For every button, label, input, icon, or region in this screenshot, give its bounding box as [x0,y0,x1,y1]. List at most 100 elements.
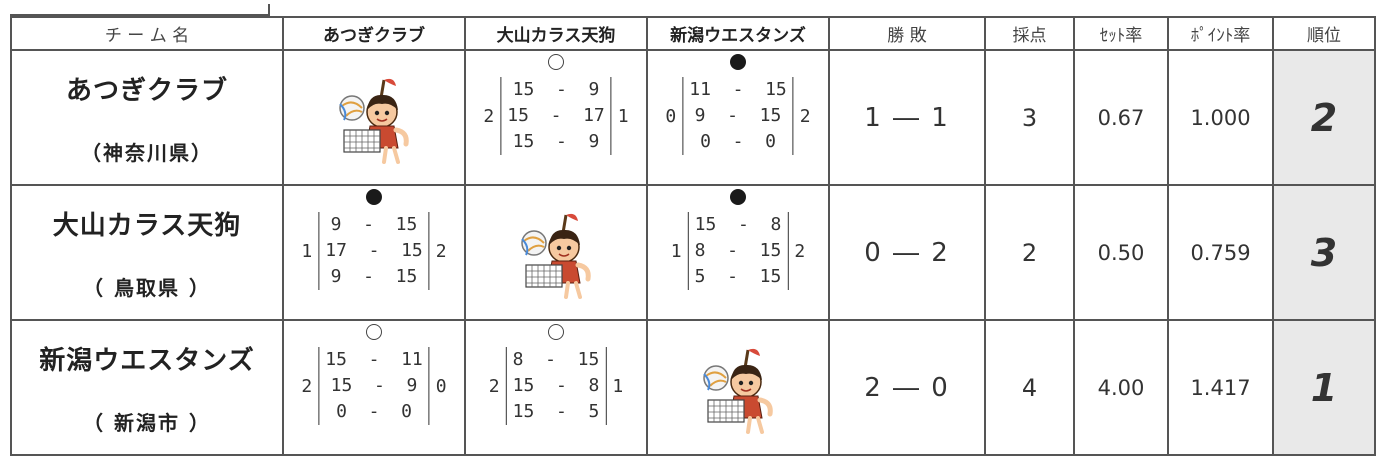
header-team-3: 新潟ウエスタンズ [646,16,830,51]
set-score-line: 15 - 9 [512,79,600,100]
win-loss-cell: 2 ― 0 [828,319,986,456]
set-score-line: 9 - 15 [330,214,418,235]
set-ratio: 0.67 [1097,105,1145,130]
sets-won: 0 [665,105,677,127]
set-score-line: 8 - 15 [694,240,782,261]
points: 2 [1021,238,1038,267]
team-prefecture: （ 鳥取県 ） [83,275,211,300]
sets-lost: 1 [612,375,624,397]
set-score-line: 15 - 9 [512,131,600,152]
team-prefecture: （ 新潟市 ） [83,410,211,435]
sets-won: 2 [488,375,500,397]
rank-cell: 2 [1272,49,1376,186]
set-ratio-cell: 0.50 [1073,184,1169,321]
set-ratio: 4.00 [1097,375,1145,400]
volleyball-mascot-icon [506,203,606,303]
white-circle-win-icon [366,324,382,340]
set-score-line: 5 - 15 [694,266,782,287]
point-ratio-cell: 1.417 [1167,319,1274,456]
points: 4 [1021,373,1038,402]
point-ratio-cell: 1.000 [1167,49,1274,186]
match-cell: 1 15 - 8 8 - 15 5 - 15 2 [646,184,830,321]
header-rank: 順位 [1272,16,1376,51]
sets-lost: 2 [435,240,447,262]
header-team-2: 大山カラス天狗 [464,16,648,51]
set-score-line: 15 - 11 [325,349,423,370]
set-score-line: 15 - 8 [512,375,600,396]
set-score-line: 15 - 17 [507,105,605,126]
win-loss-cell: 1 ― 1 [828,49,986,186]
set-score-line: 8 - 15 [512,349,600,370]
white-circle-win-icon [548,324,564,340]
set-scores: 11 - 15 9 - 15 0 - 0 [682,77,794,155]
team-cell: 新潟ウエスタンズ （ 新潟市 ） [10,319,284,456]
team-name: あつぎクラブ [65,75,228,106]
sets-lost: 0 [435,375,447,397]
win-loss-cell: 0 ― 2 [828,184,986,321]
win-loss: 2 ― 0 [864,372,950,403]
sets-won: 2 [301,375,313,397]
volleyball-mascot-icon [324,68,424,168]
team-cell: あつぎクラブ （神奈川県） [10,49,284,186]
set-score-line: 0 - 0 [700,131,776,152]
sets-lost: 2 [794,240,806,262]
team-name: 大山カラス天狗 [52,210,242,241]
set-score-line: 17 - 15 [325,240,423,261]
match-cell: 2 15 - 9 15 - 17 15 - 9 1 [464,49,648,186]
rank-cell: 1 [1272,319,1376,456]
section-title-bracket [10,0,270,16]
points: 3 [1021,103,1038,132]
header-row: チ ー ム 名 あつぎクラブ 大山カラス天狗 新潟ウエスタンズ 勝 敗 採点 ｾ… [10,16,1376,51]
set-scores: 15 - 8 8 - 15 5 - 15 [687,212,789,290]
set-ratio: 0.50 [1097,240,1145,265]
self-match-cell [464,184,648,321]
header-set-ratio: ｾｯﾄ率 [1073,16,1169,51]
point-ratio: 1.000 [1190,105,1251,130]
set-scores: 8 - 15 15 - 8 15 - 5 [505,347,607,425]
team-cell: 大山カラス天狗 （ 鳥取県 ） [10,184,284,321]
rank: 1 [1310,365,1338,410]
black-circle-loss-icon [730,189,746,205]
sets-won: 1 [670,240,682,262]
header-win-loss: 勝 敗 [828,16,986,51]
white-circle-win-icon [548,54,564,70]
black-circle-loss-icon [730,54,746,70]
set-ratio-cell: 0.67 [1073,49,1169,186]
set-ratio-cell: 4.00 [1073,319,1169,456]
rank: 2 [1310,95,1338,140]
match-cell: 2 8 - 15 15 - 8 15 - 5 1 [464,319,648,456]
volleyball-mascot-icon [688,338,788,438]
black-circle-loss-icon [366,189,382,205]
set-scores: 9 - 15 17 - 15 9 - 15 [318,212,430,290]
header-team: チ ー ム 名 [10,16,284,51]
set-score-line: 9 - 15 [330,266,418,287]
set-score-line: 15 - 8 [694,214,782,235]
header-team-1: あつぎクラブ [282,16,466,51]
win-loss: 0 ― 2 [864,237,950,268]
sets-lost: 1 [617,105,629,127]
points-cell: 4 [984,319,1075,456]
league-standings-table: チ ー ム 名 あつぎクラブ 大山カラス天狗 新潟ウエスタンズ 勝 敗 採点 ｾ… [10,16,1376,456]
sets-won: 2 [483,105,495,127]
header-point-ratio: ﾎﾟｲﾝﾄ率 [1167,16,1274,51]
self-match-cell [282,49,466,186]
set-score-line: 11 - 15 [689,79,787,100]
point-ratio-cell: 0.759 [1167,184,1274,321]
set-score-line: 15 - 5 [512,401,600,422]
team-name: 新潟ウエスタンズ [39,345,255,376]
rank-cell: 3 [1272,184,1376,321]
points-cell: 2 [984,184,1075,321]
team-prefecture: （神奈川県） [81,140,213,165]
point-ratio: 1.417 [1190,375,1251,400]
set-scores: 15 - 9 15 - 17 15 - 9 [500,77,612,155]
set-score-line: 9 - 15 [694,105,782,126]
rank: 3 [1310,230,1338,275]
